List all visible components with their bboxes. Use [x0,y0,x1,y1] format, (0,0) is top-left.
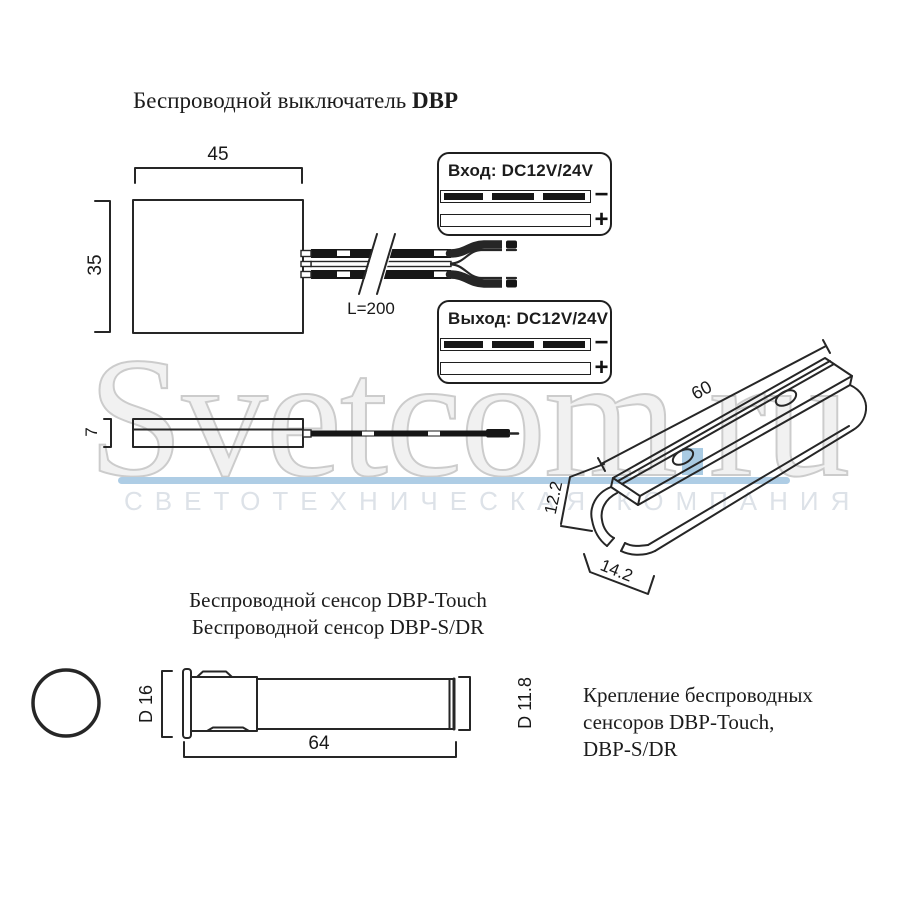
dim-bracket-d11-8 [458,676,471,731]
page-title: Беспроводной выключатель DBP [133,88,458,114]
dim-bracket-60 [597,339,831,472]
dim-bracket-d16 [161,670,173,738]
input-connector-label: Вход: DC12V/24V [448,161,594,180]
dim-bracket-45 [134,167,303,184]
sensor-caption-line2: Беспроводной сенсор DBP-S/DR [191,615,485,639]
clip-hole [671,448,695,466]
input-minus-wire-bar [440,190,591,203]
dim-label-front-diameter: D 16 [136,684,156,724]
dim-label-body-diameter: D 11.8 [515,677,535,729]
dim-label-width-45: 45 [207,144,229,165]
dim-bracket-64 [183,741,457,758]
dim-bracket-12-2 [560,463,605,532]
watermark-tagline: СВЕТОТЕХНИЧЕСКАЯ КОМПАНИЯ [124,486,862,516]
input-plus-wire-bar [440,214,591,227]
clip-top-plate [612,357,853,497]
minus-sign: − [594,329,609,356]
output-plus-wire-bar [440,362,591,375]
switch-top-view [94,167,304,334]
dim-label-height-35: 35 [85,254,106,276]
sensor-front-view [31,668,101,738]
plus-sign: + [594,354,609,381]
dim-label-sensor-length-64: 64 [308,733,330,754]
switch-side-view [103,418,520,448]
page-title-model: DBP [412,88,459,113]
mounting-clip-3d [560,339,868,595]
dim-bracket-7 [103,418,112,448]
cable-break-gap [360,232,397,296]
clip-c-profile [590,486,612,547]
dim-bracket-14-2 [583,553,655,595]
cable-drawing [300,232,518,296]
sensor-body [256,678,455,730]
cable-break-icon [358,233,378,295]
sensor-caption-line1: Беспроводной сенсор DBP-Touch [189,588,487,612]
mount-note: Крепление беспроводных сенсоров DBP-Touc… [583,683,813,761]
sensor-flange [182,668,192,739]
output-connector-label: Выход: DC12V/24V [448,309,609,328]
minus-sign: − [594,181,609,208]
dim-label-cable-length: L=200 [347,299,395,318]
output-connector-block: Выход: DC12V/24V − + [437,300,612,384]
clip-hole [774,389,798,407]
output-minus-wire-bar [440,338,591,351]
input-connector-block: Вход: DC12V/24V − + [437,152,612,236]
watermark-blue-bar [118,477,790,484]
page-title-text: Беспроводной выключатель [133,88,413,113]
sensor-drawing [31,668,471,758]
dim-bracket-35 [94,200,111,333]
dim-label-thickness-7: 7 [82,427,101,437]
plus-sign: + [594,206,609,233]
